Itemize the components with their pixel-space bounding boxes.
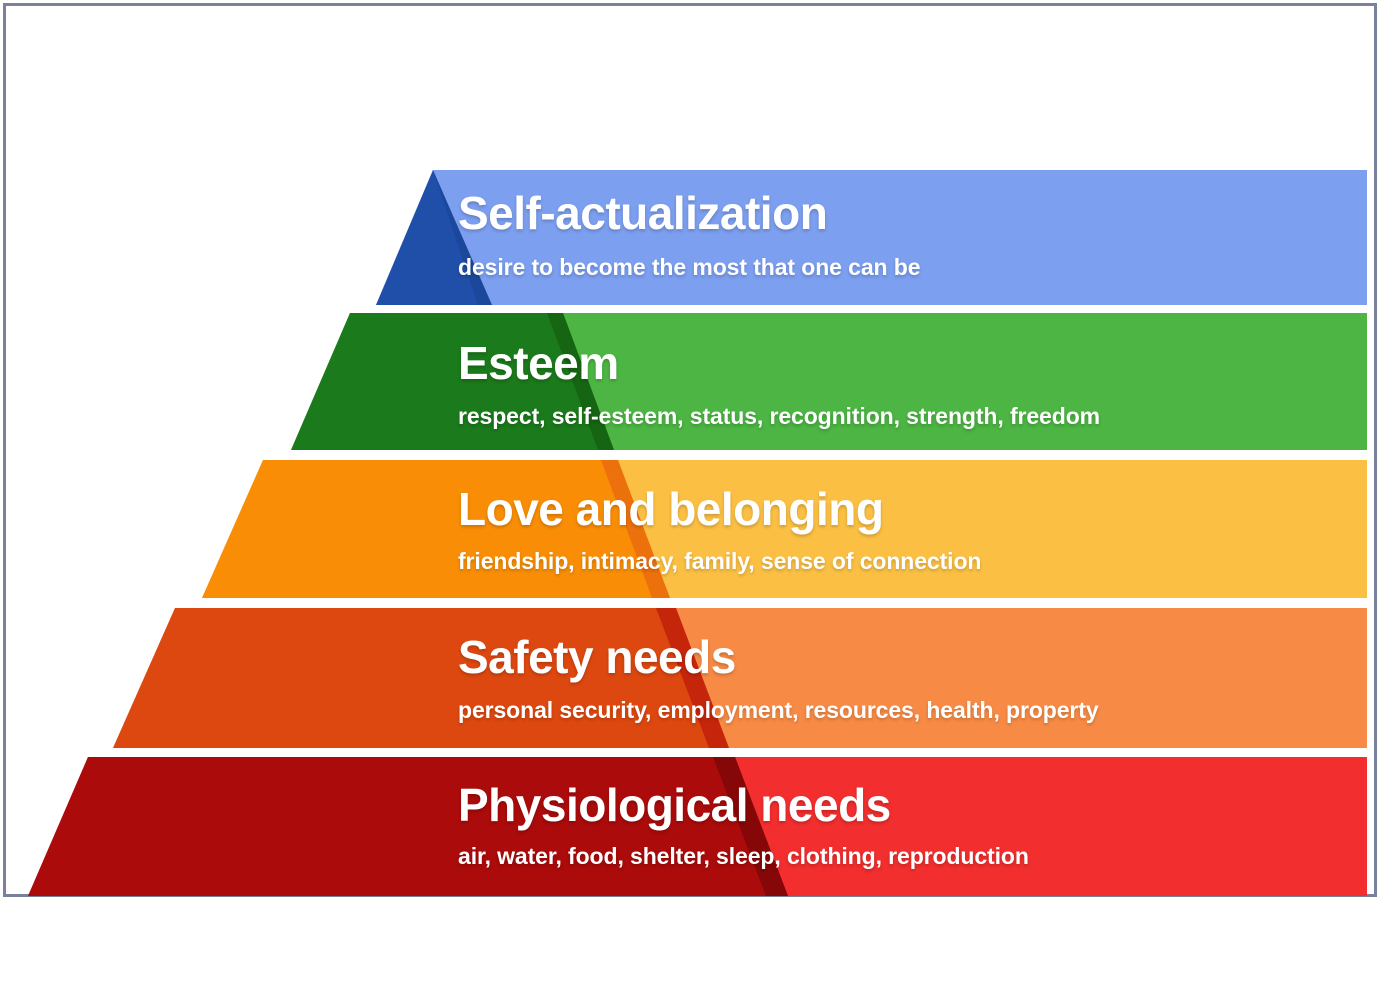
level-5-dark-face — [376, 170, 492, 305]
level-5-slope-shadow — [433, 170, 492, 305]
level-4-dark-face — [291, 313, 614, 450]
level-3-slope-shadow — [601, 460, 670, 598]
level-2-dark-face — [113, 608, 729, 748]
level-4-slope-shadow — [547, 313, 614, 450]
level-3-dark-face — [202, 460, 670, 598]
level-1-slope-shadow — [713, 757, 788, 896]
level-2-slope-shadow — [656, 608, 729, 748]
level-5-light-face — [376, 170, 1367, 305]
level-1-dark-face — [28, 757, 788, 896]
